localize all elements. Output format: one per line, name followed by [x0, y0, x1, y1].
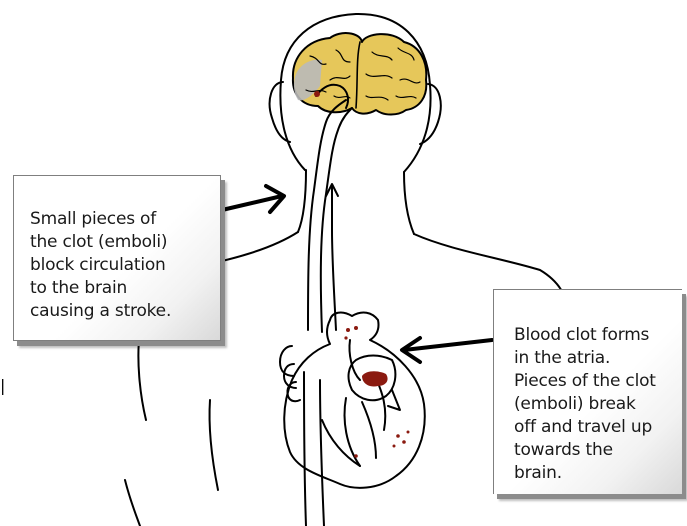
callout-atrial-clot: Blood clot forms in the atria. Pieces of…	[493, 289, 682, 494]
flow-arrow-icon	[326, 184, 338, 230]
atrial-clot	[362, 371, 388, 386]
artery-icon	[308, 85, 352, 332]
edge-mark: |	[0, 376, 5, 395]
brain-clot	[314, 91, 320, 97]
left-pointer-arrow-icon	[222, 186, 284, 212]
right-pointer-arrow-icon	[402, 338, 492, 362]
callout-emboli-stroke: Small pieces of the clot (emboli) block …	[13, 175, 221, 341]
callout-left-text: Small pieces of the clot (emboli) block …	[30, 209, 171, 321]
brain-icon	[293, 33, 426, 114]
callout-right-text: Blood clot forms in the atria. Pieces of…	[514, 325, 656, 483]
heart-icon	[280, 313, 425, 526]
